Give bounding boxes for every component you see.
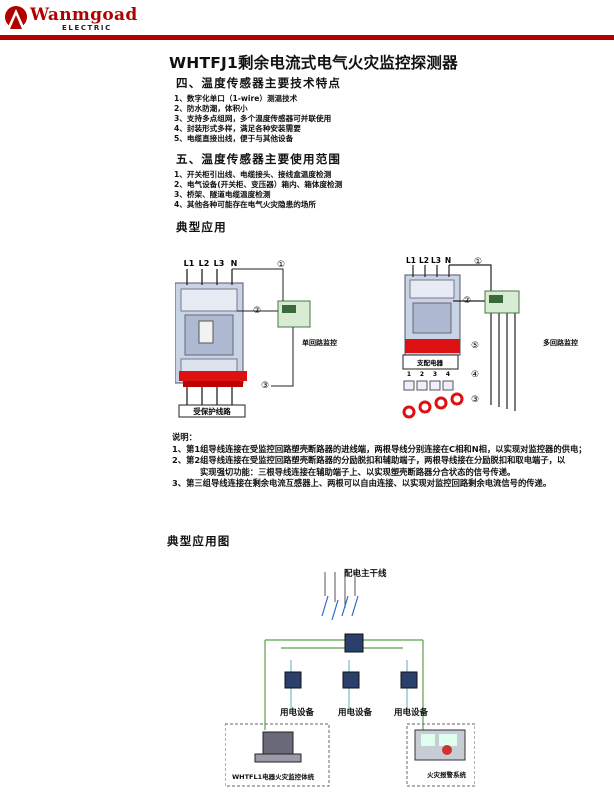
system-diagram [225,572,475,787]
list-item: 2、防水防潮，体积小 [174,104,248,113]
notes-heading: 说明： [172,432,197,442]
list-item: 4、封装形式多样，满足各种安装需要 [174,124,301,133]
phase-label: L2 [419,256,429,265]
marker-3: ③ [261,381,269,391]
port-label: 4 [446,371,450,378]
port-label: 1 [407,371,411,378]
brand-name: Wanmgoad [30,5,138,25]
list-item: 1、开关柜引出线、电缆接头、接线盒温度检测 [174,170,332,179]
note-line: 实现强切功能：三根导线连接在辅助端子上、以实现塑壳断路器分合状态的信号传递。 [200,466,516,477]
equipment-label: 用电设备 [394,708,429,718]
phase-label: L1 [184,259,195,268]
marker-3: ③ [471,395,479,405]
marker-2: ② [463,296,471,306]
list-item: 5、电缆直接出线，便于与其他设备 [174,134,294,143]
marker-5: ⑤ [471,341,479,351]
monitor-system-label: WHTFL1电器火灾监控体统 [232,773,315,781]
brand-sub: ELECTRIC [62,24,112,32]
alarm-system-label: 火灾报警系统 [427,771,466,779]
list-item: 3、桥架、隧道电缆温度检测 [174,190,271,199]
marker-1: ① [474,257,482,267]
notes: 说明： 1、第1组导线连接在受监控回路塑壳断路器的进线端，两根导线分别连接在C相… [172,432,597,490]
list-item: 3、支持多点组网，多个温度传感器可并联使用 [174,114,332,123]
list-item: 1、数字化单口（1-wire）测温技术 [174,94,298,103]
multi-circuit-diagram: 支配电器 1 2 3 4 L1 L2 L3 N ① ② ⑤ ④ ③ [402,256,520,419]
equipment-label: 用电设备 [280,708,315,718]
note-line: 2、第2组导线连接在受监控回路塑壳断路器的分励脱扣和辅助端子，两根导线接在分励脱… [172,455,566,466]
marker-1: ① [277,260,285,270]
multi-circuit-label: 多回路监控 [543,339,578,347]
section5-list: 1、开关柜引出线、电缆接头、接线盒温度检测 2、电气设备(开关柜、变压器）箱内、… [174,170,342,210]
marker-2: ② [253,306,261,316]
phase-label: N [445,256,451,265]
list-item: 4、其他各种可能存在电气火灾隐患的场所 [174,200,316,209]
section5-heading: 五、温度传感器主要使用范围 [176,152,342,166]
load-label: 受保护线路 [193,406,231,416]
header-bar [0,35,614,40]
note-line: 1、第1组导线连接在受监控回路塑壳断路器的进线端，两根导线分别连接在C相和N相，… [172,443,587,454]
brand-logo-icon [5,6,27,29]
phase-label: L3 [431,256,441,265]
marker-4: ④ [471,370,479,380]
port-label: 3 [433,371,437,378]
page-title: WHTFJ1剩余电流式电气火灾监控探测器 [169,54,458,72]
single-circuit-label: 单回路监控 [302,339,337,347]
section4-heading: 四、温度传感器主要技术特点 [176,76,342,90]
typical-app-heading: 典型应用 [176,220,227,234]
phase-label: L1 [406,256,416,265]
typical-diagram-heading: 典型应用图 [167,534,231,548]
equipment-label: 用电设备 [338,708,373,718]
note-line: 3、第三组导线连接在剩余电流互感器上、两根可以自由连接、以实现对监控回路剩余电流… [172,478,552,489]
single-circuit-diagram: 受保护线路 L1 L2 L3 N ① ② ③ [175,259,311,418]
list-item: 2、电气设备(开关柜、变压器）箱内、箱体度检测 [174,180,343,189]
phase-label: N [231,259,238,268]
section4-list: 1、数字化单口（1-wire）测温技术 2、防水防潮，体积小 3、支持多点组网，… [174,94,331,144]
phase-label: L2 [199,259,210,268]
sub-panel-label: 支配电器 [416,358,444,367]
port-label: 2 [420,371,424,378]
phase-label: L3 [214,259,225,268]
mainline-label: 配电主干线 [344,569,387,579]
